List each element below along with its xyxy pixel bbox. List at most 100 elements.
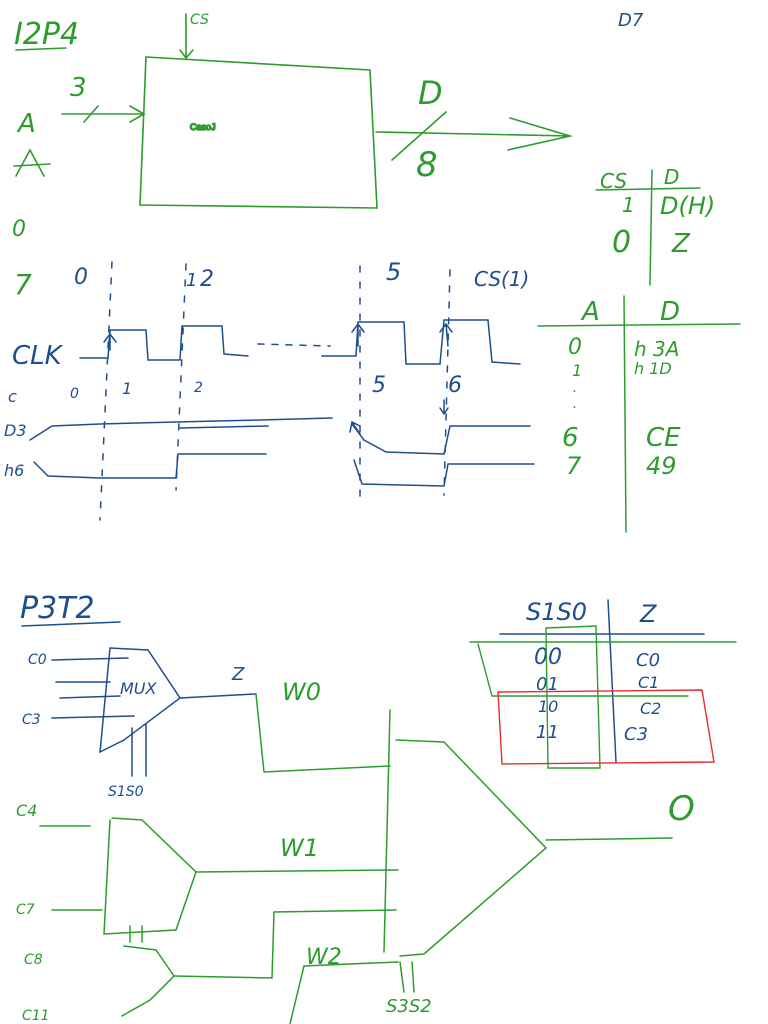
ad-table-vline <box>623 295 627 533</box>
ad-table-h1: A <box>580 297 600 327</box>
c0-label: C0 <box>28 652 47 668</box>
sig2-label: h6 <box>4 461 24 480</box>
cs-table: CS D 1 D(H) 0 Z <box>595 165 715 286</box>
mux3-select <box>129 925 143 943</box>
mux4-output <box>545 837 673 841</box>
cs-table-r1a: 1 <box>622 193 635 217</box>
bottom-circuit: P3T2 C0 C3 MUX S1S0 Z C4 C7 C8 C11 <box>16 591 257 1024</box>
cs-table-h1: CS <box>600 169 627 193</box>
ad-row-d: h 1D <box>634 359 672 378</box>
bus-vertical <box>383 709 391 953</box>
c8-label: C8 <box>24 952 43 968</box>
sig1-waveform <box>179 425 269 429</box>
cs-table-h2: D <box>664 165 679 189</box>
mux-body <box>99 647 182 754</box>
cycle-tick: 2 <box>194 380 203 396</box>
sel-row-s: 00 <box>534 645 562 670</box>
c3-label: C3 <box>22 712 41 728</box>
output-bus-arrow <box>375 117 574 151</box>
c11-label: C11 <box>22 1008 50 1024</box>
ad-table: A D 0 h 3A 1 h 1D · · 6 CE 7 49 <box>537 295 741 533</box>
cs-input-arrow <box>179 13 194 60</box>
ad-row-d: 49 <box>646 452 677 480</box>
ad-row-d: CE <box>646 423 681 453</box>
green-wiring: W0 W1 W2 S3S2 O <box>39 678 695 1024</box>
input-symbol <box>13 148 51 177</box>
ad-table-h2: D <box>660 297 680 327</box>
ad-table-hline <box>537 323 741 327</box>
w1-label: W1 <box>280 834 319 862</box>
mux3-body <box>121 945 175 1017</box>
edge-arrow <box>103 332 117 351</box>
ad-row-a: 6 <box>562 423 579 453</box>
c4-label: C4 <box>16 801 37 820</box>
corner-label: D7 <box>618 10 644 31</box>
dashed-cursor <box>99 261 113 521</box>
mux2-body <box>103 817 197 935</box>
sig-arrow <box>439 399 449 416</box>
sel-table-highlights <box>469 625 737 769</box>
casoj-label: CasoJ <box>190 122 216 132</box>
casoj-block <box>139 56 378 209</box>
range-end: 7 <box>14 268 32 301</box>
cycle-tick: 1 <box>122 379 132 398</box>
sel-row-z: C0 <box>636 650 660 671</box>
sel-table-h1: S1S0 <box>526 598 587 626</box>
input-name: A <box>16 109 36 139</box>
timing-marker: 1 <box>186 270 197 291</box>
cs-mark: CS(1) <box>474 267 529 291</box>
cycle-tick: 5 <box>372 373 386 398</box>
bottom-heading: P3T2 <box>20 591 95 626</box>
output-bus-slash <box>391 111 447 161</box>
top-heading: I2P4 <box>14 17 79 52</box>
ad-row-a: 0 <box>568 335 582 360</box>
cycle-tick: 0 <box>70 386 79 402</box>
ad-ellipsis: · <box>572 400 576 416</box>
timing-marker: 5 <box>386 258 401 286</box>
out-label: O <box>668 789 695 829</box>
sel-row-z: C2 <box>640 699 661 718</box>
sig1-waveform <box>29 417 333 441</box>
sel-row-z: C1 <box>638 673 659 692</box>
input-bus-arrow <box>61 105 146 123</box>
sig1-waveform <box>351 423 531 455</box>
top-block-diagram: I2P4 CS CasoJ 3 A 0 7 D 8 <box>12 12 574 301</box>
edge-arrow <box>351 322 365 347</box>
w0-wire <box>255 693 391 773</box>
cs-table-r2a: 0 <box>612 225 631 260</box>
top-heading-underline <box>15 47 67 51</box>
c-label: c <box>8 387 17 406</box>
sig-arrow <box>349 420 361 435</box>
timing-marker: 0 <box>74 265 88 290</box>
cs-label: CS <box>190 12 209 28</box>
c7-label: C7 <box>16 902 35 918</box>
input-bus-slash <box>83 105 99 123</box>
mux4-body <box>395 739 548 957</box>
sel-table-vline <box>607 599 617 763</box>
w0-label: W0 <box>282 678 321 706</box>
cs-table-hline <box>595 187 701 191</box>
dashed-cursor <box>175 263 187 491</box>
sel-row-s: 10 <box>538 697 558 716</box>
mux4-select <box>399 961 415 993</box>
sel-table: S1S0 Z 00 C0 01 C1 10 C2 11 C3 <box>499 598 705 763</box>
ad-ellipsis: · <box>572 384 576 400</box>
sel2-label: S3S2 <box>386 996 432 1017</box>
clk-waveform <box>79 325 249 361</box>
clk-dots <box>257 343 331 347</box>
sel-row-z: C3 <box>624 724 648 745</box>
dashed-cursor <box>443 269 451 496</box>
sel-label: S1S0 <box>108 784 144 800</box>
output-name: D <box>418 74 443 112</box>
timing-diagram: 0 1 2 5 CS(1) CLK c 0 1 2 5 6 D3 h6 <box>4 258 535 521</box>
ad-row-a: 7 <box>566 452 582 480</box>
ad-row-a: 1 <box>572 361 582 380</box>
cs-table-r2b: Z <box>671 229 691 259</box>
clk-label: CLK <box>12 341 64 371</box>
mux-select-lines <box>131 723 147 777</box>
input-width: 3 <box>70 73 87 103</box>
cs-table-r1b: D(H) <box>660 192 715 220</box>
mux-inputs <box>51 657 135 719</box>
mux-output <box>179 693 257 699</box>
